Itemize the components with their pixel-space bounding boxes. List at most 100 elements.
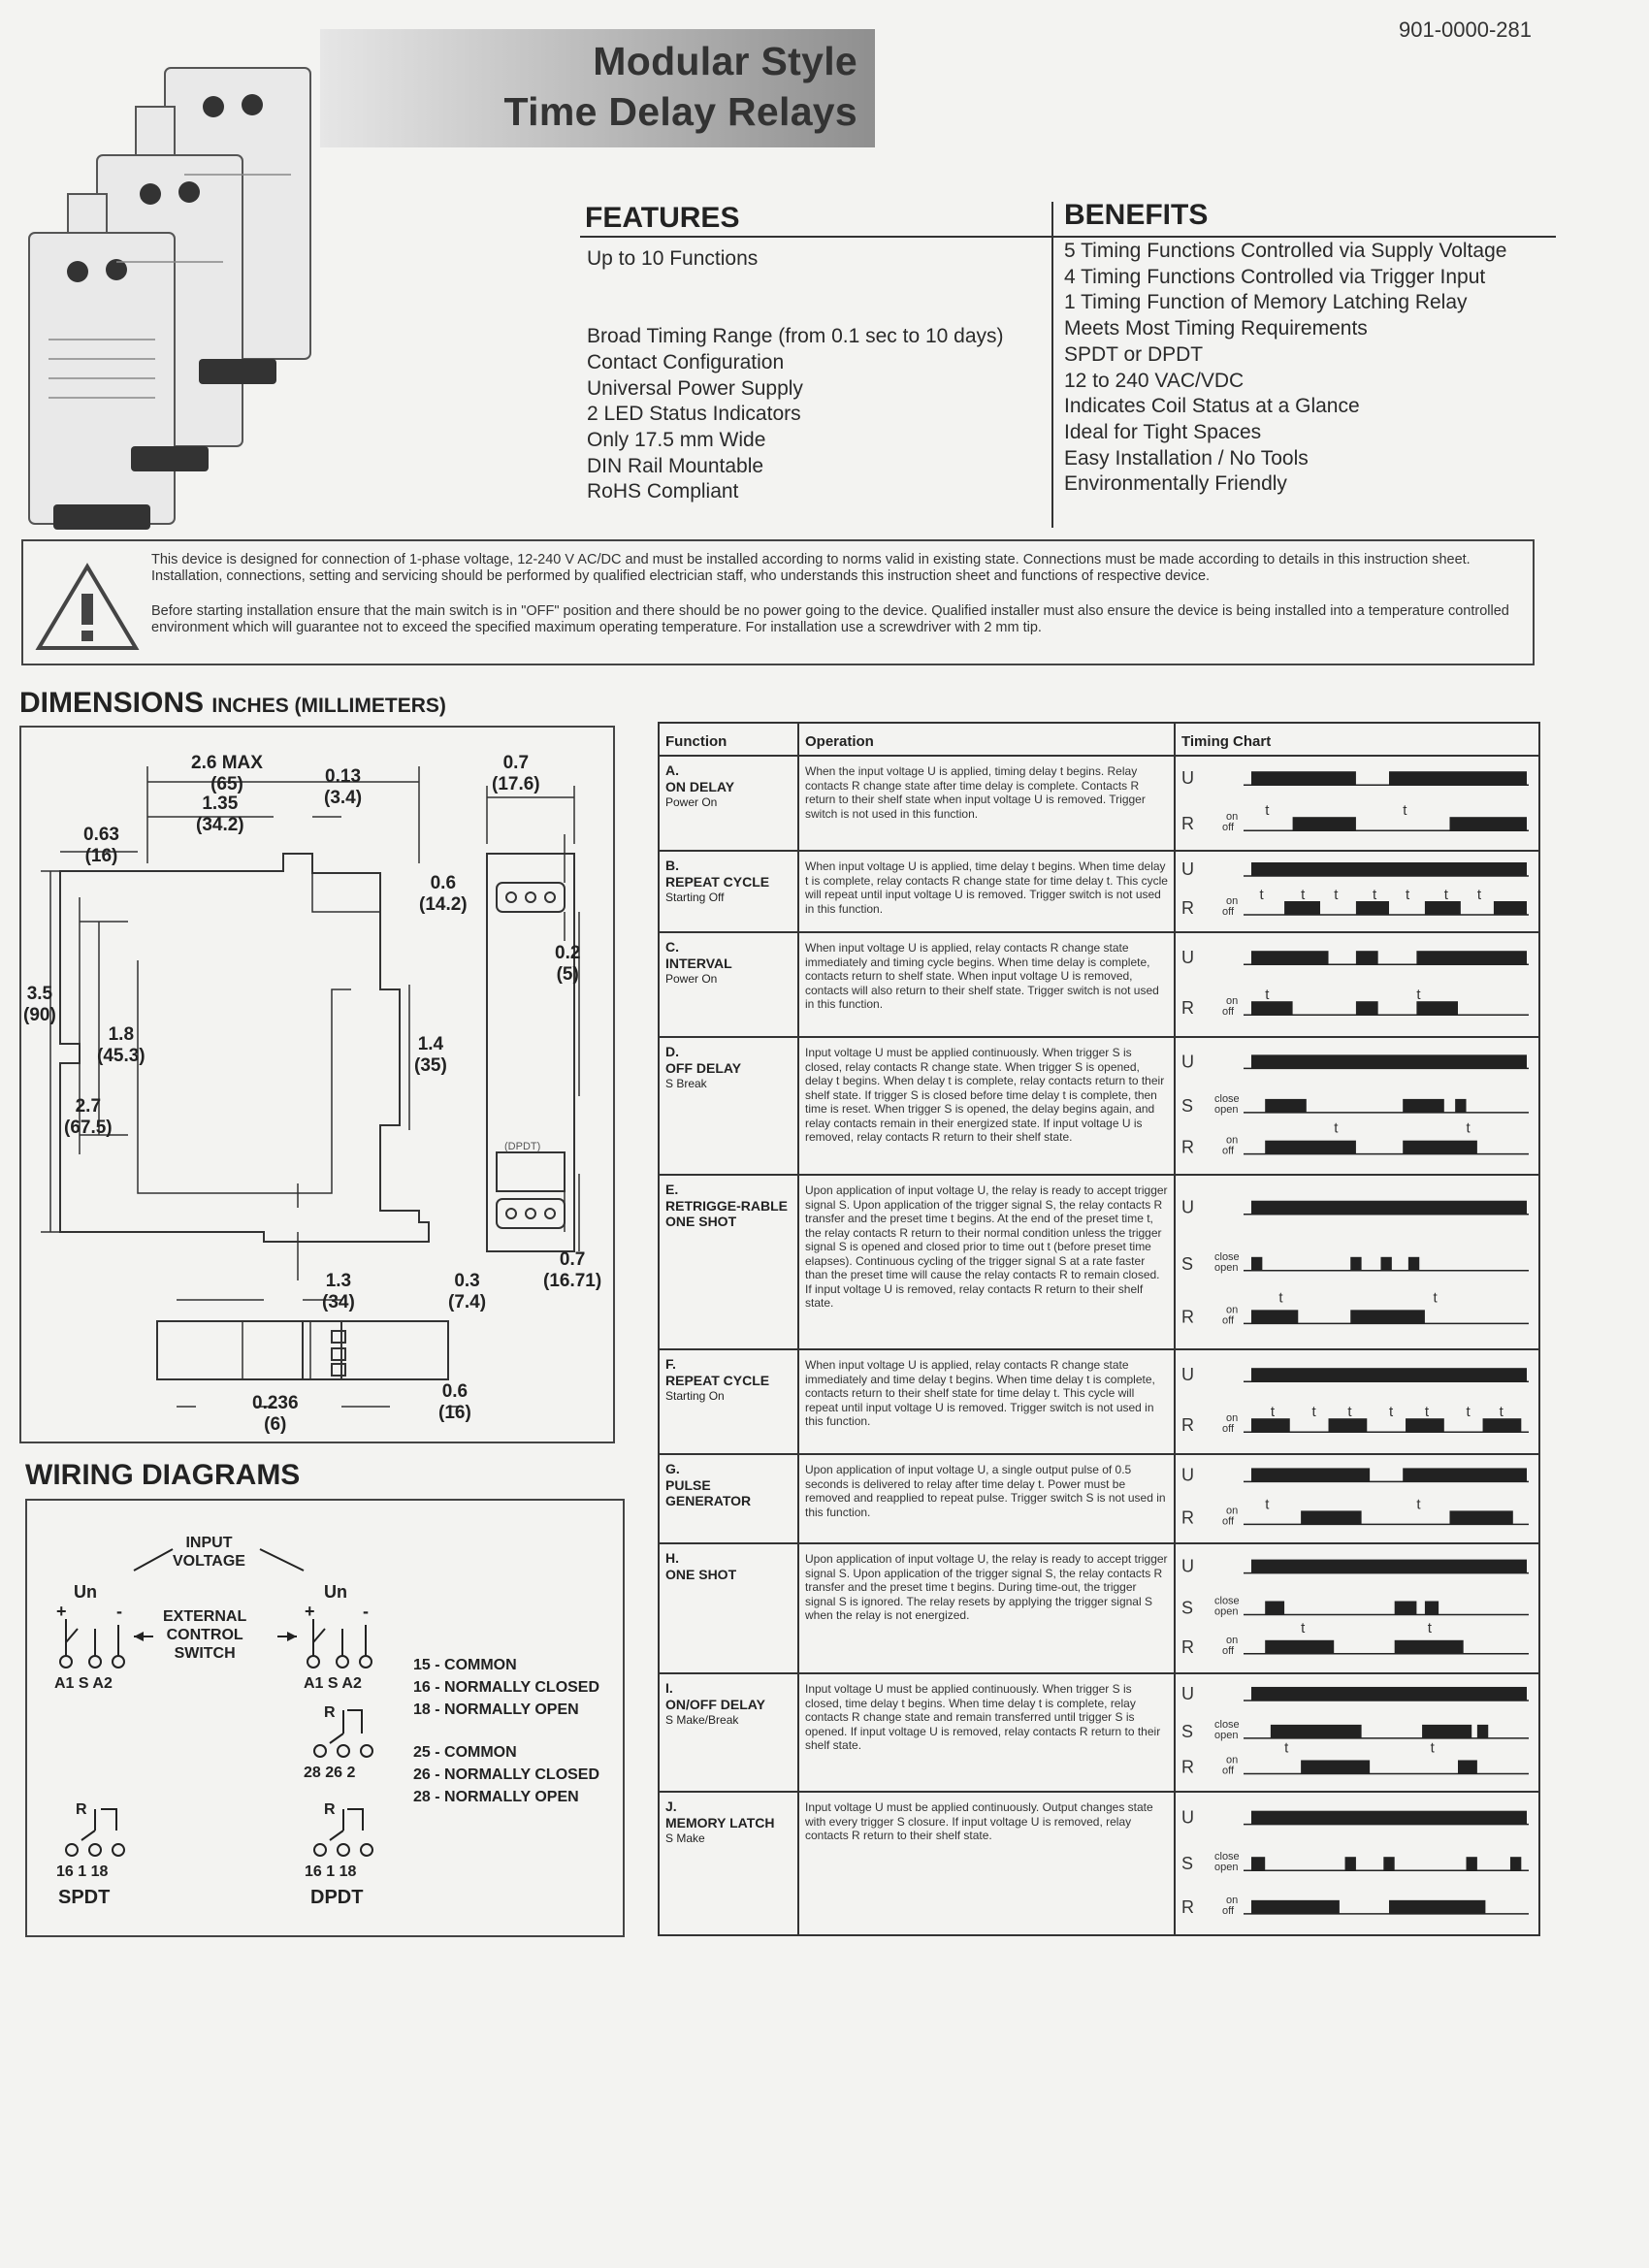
open-label: open bbox=[1214, 1606, 1238, 1618]
features-list: Up to 10 Functions Broad Timing Range (f… bbox=[587, 246, 1004, 505]
timing-bar-s bbox=[1394, 1601, 1417, 1615]
benefit-item: Indicates Coil Status at a Glance bbox=[1064, 395, 1360, 418]
timing-bar-r bbox=[1251, 1001, 1293, 1016]
off-label: off bbox=[1222, 1515, 1235, 1527]
wiring-linework bbox=[59, 1548, 373, 1857]
t-marker: t bbox=[1433, 1289, 1438, 1306]
timing-signal-label-u: U bbox=[1181, 859, 1194, 879]
timing-bar-u bbox=[1251, 1200, 1527, 1215]
close-label: close bbox=[1214, 1851, 1240, 1863]
timing-bar-u bbox=[1416, 951, 1527, 965]
benefit-item: 5 Timing Functions Controlled via Supply… bbox=[1064, 240, 1507, 262]
terminal-legend-spdt: 15 - COMMON 16 - NORMALLY CLOSED 18 - NO… bbox=[413, 1654, 599, 1721]
timing-bar-u bbox=[1251, 1686, 1527, 1701]
timing-bar-r bbox=[1355, 901, 1389, 915]
plus-sign-right: + bbox=[305, 1602, 315, 1621]
timing-bar-u bbox=[1251, 771, 1356, 786]
t-marker: t bbox=[1425, 1404, 1430, 1420]
product-photo bbox=[19, 49, 427, 534]
function-name: REPEAT CYCLE bbox=[665, 1372, 770, 1388]
timing-signal-label-r: R bbox=[1181, 998, 1194, 1018]
dpdt-label: DPDT bbox=[310, 1887, 364, 1908]
t-marker: t bbox=[1444, 887, 1449, 903]
dimensions-heading: DIMENSIONS INCHES (MILLIMETERS) bbox=[19, 687, 446, 720]
operation-cell: When input voltage U is applied, relay c… bbox=[797, 1348, 1176, 1455]
timing-bar-u bbox=[1251, 951, 1329, 965]
timing-bar-r bbox=[1301, 1760, 1371, 1774]
off-label: off bbox=[1222, 1314, 1235, 1326]
timing-bar-r bbox=[1251, 1418, 1290, 1433]
open-label: open bbox=[1214, 1104, 1238, 1116]
function-table: Function Operation Timing Chart A.ON DEL… bbox=[658, 722, 1540, 1936]
close-label: close bbox=[1214, 1093, 1240, 1105]
timing-bar-u bbox=[1389, 771, 1527, 786]
timing-signal-label-r: R bbox=[1181, 1757, 1194, 1776]
timing-signal-label-u: U bbox=[1181, 1684, 1194, 1703]
function-name: ONE SHOT bbox=[665, 1566, 737, 1582]
timing-bar-r bbox=[1292, 817, 1356, 831]
function-letter: I. bbox=[665, 1680, 673, 1696]
timing-signal-label-u: U bbox=[1181, 948, 1194, 967]
minus-sign-right: - bbox=[363, 1602, 369, 1621]
function-subtitle: Power On bbox=[665, 795, 718, 809]
feature-item bbox=[587, 298, 1004, 324]
dimensions-units: INCHES (MILLIMETERS) bbox=[211, 695, 446, 717]
feature-item bbox=[587, 273, 1004, 299]
external-control-switch-label: EXTERNAL CONTROL SWITCH bbox=[163, 1608, 247, 1662]
timing-bar-r bbox=[1449, 1510, 1513, 1525]
timing-bar-r bbox=[1416, 1001, 1458, 1016]
dim-label-1-8: 1.8 (45.3) bbox=[97, 1024, 146, 1066]
timing-bar-u bbox=[1251, 1054, 1527, 1069]
close-label: close bbox=[1214, 1719, 1240, 1731]
function-name: INTERVAL bbox=[665, 955, 732, 971]
t-marker: t bbox=[1406, 887, 1410, 903]
dimensions-drawing: 2.6 MAX (65) 0.7 (17.6) 1.35 (34.2) 0.13… bbox=[19, 726, 615, 1443]
function-letter: C. bbox=[665, 939, 679, 955]
function-name: ON DELAY bbox=[665, 778, 735, 794]
dim-label-0-2: 0.2 (5) bbox=[555, 943, 581, 985]
function-letter: D. bbox=[665, 1044, 679, 1059]
dim-label-2-7: 2.7 (67.5) bbox=[64, 1096, 113, 1138]
timing-signal-label-u: U bbox=[1181, 768, 1194, 788]
terminal-legend-dpdt: 25 - COMMON 26 - NORMALLY CLOSED 28 - NO… bbox=[413, 1741, 599, 1808]
benefits-heading: BENEFITS bbox=[1064, 199, 1209, 231]
timing-bar-s bbox=[1344, 1857, 1356, 1871]
timing-signal-label-s: S bbox=[1181, 1096, 1193, 1116]
timing-bar-s bbox=[1476, 1724, 1489, 1738]
off-label: off bbox=[1222, 1645, 1235, 1657]
t-marker: t bbox=[1311, 1404, 1316, 1420]
timing-signal-label-s: S bbox=[1181, 1854, 1193, 1873]
legend-item: 26 - NORMALLY CLOSED bbox=[413, 1766, 600, 1783]
benefit-item: 4 Timing Functions Controlled via Trigge… bbox=[1064, 265, 1486, 288]
off-label: off bbox=[1222, 822, 1235, 833]
timing-bar-r bbox=[1394, 1639, 1464, 1654]
t-marker: t bbox=[1260, 887, 1265, 903]
open-label: open bbox=[1214, 1862, 1238, 1873]
timing-bar-u bbox=[1251, 1559, 1527, 1573]
t-marker: t bbox=[1500, 1404, 1504, 1420]
off-label: off bbox=[1222, 1146, 1235, 1157]
t-marker: t bbox=[1301, 1620, 1306, 1636]
timing-bar-s bbox=[1509, 1857, 1522, 1871]
t-marker: t bbox=[1416, 987, 1421, 1003]
legend-item: 28 - NORMALLY OPEN bbox=[413, 1789, 579, 1805]
timing-bar-u bbox=[1251, 862, 1527, 876]
un-label-right: Un bbox=[324, 1582, 347, 1602]
terminals-28-26-25: 28 26 2 bbox=[304, 1765, 356, 1781]
timing-bar-s bbox=[1455, 1098, 1467, 1113]
relay-label-dpdt-bottom: R bbox=[324, 1801, 336, 1818]
timing-signal-label-u: U bbox=[1181, 1465, 1194, 1484]
